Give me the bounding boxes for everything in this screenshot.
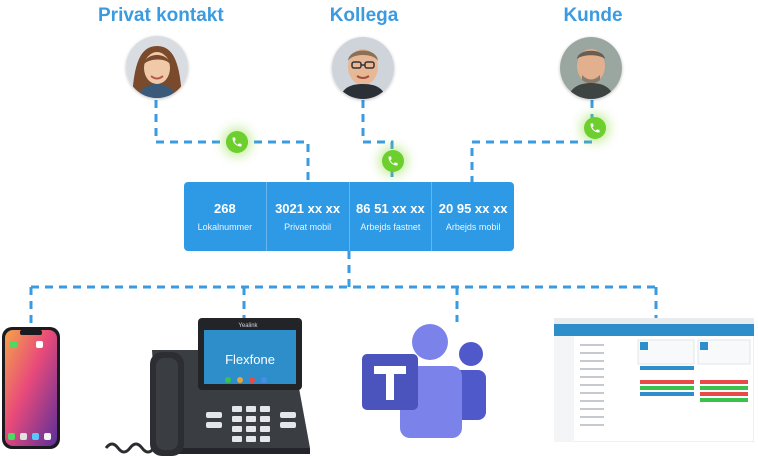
phone-icon	[232, 137, 242, 147]
number-box: 268 Lokalnummer 3021 xx xx Privat mobil …	[184, 182, 514, 251]
number-cell-privat-mobil: 3021 xx xx Privat mobil	[267, 182, 350, 251]
call-bubble-privat	[226, 131, 248, 153]
number-value: 3021 xx xx	[275, 201, 341, 216]
number-label: Lokalnummer	[197, 222, 253, 232]
number-cell-arbejds-mobil: 20 95 xx xx Arbejds mobil	[432, 182, 514, 251]
call-bubble-kollega	[382, 150, 404, 172]
person-label-kollega: Kollega	[329, 5, 399, 26]
number-value: 268	[214, 201, 236, 216]
call-bubble-kunde	[584, 117, 606, 139]
phone-icon	[590, 123, 600, 133]
number-label: Arbejds fastnet	[360, 222, 421, 232]
connector-kunde	[470, 100, 594, 182]
web-app-screenshot	[554, 318, 754, 442]
desk-phone-brand: Yealink	[238, 323, 258, 329]
avatar-kunde	[560, 37, 622, 99]
person-label-kunde: Kunde	[563, 5, 623, 26]
person-label-privat: Privat kontakt	[98, 5, 224, 26]
number-label: Privat mobil	[284, 222, 332, 232]
number-label: Arbejds mobil	[445, 222, 501, 232]
microsoft-teams-icon	[362, 324, 486, 438]
number-cell-lokal: 268 Lokalnummer	[184, 182, 267, 251]
number-value: 20 95 xx xx	[438, 201, 508, 216]
smartphone-device	[2, 327, 60, 449]
desk-phone-screen-logo: Flexfone	[225, 352, 275, 367]
number-value: 86 51 xx xx	[356, 201, 425, 216]
avatar-kollega	[332, 37, 394, 99]
number-cell-arbejds-fastnet: 86 51 xx xx Arbejds fastnet	[350, 182, 433, 251]
desk-phone-device: Yealink Flexfone	[104, 318, 310, 456]
phone-icon	[388, 156, 398, 166]
avatar-privat-kontakt	[126, 36, 188, 98]
